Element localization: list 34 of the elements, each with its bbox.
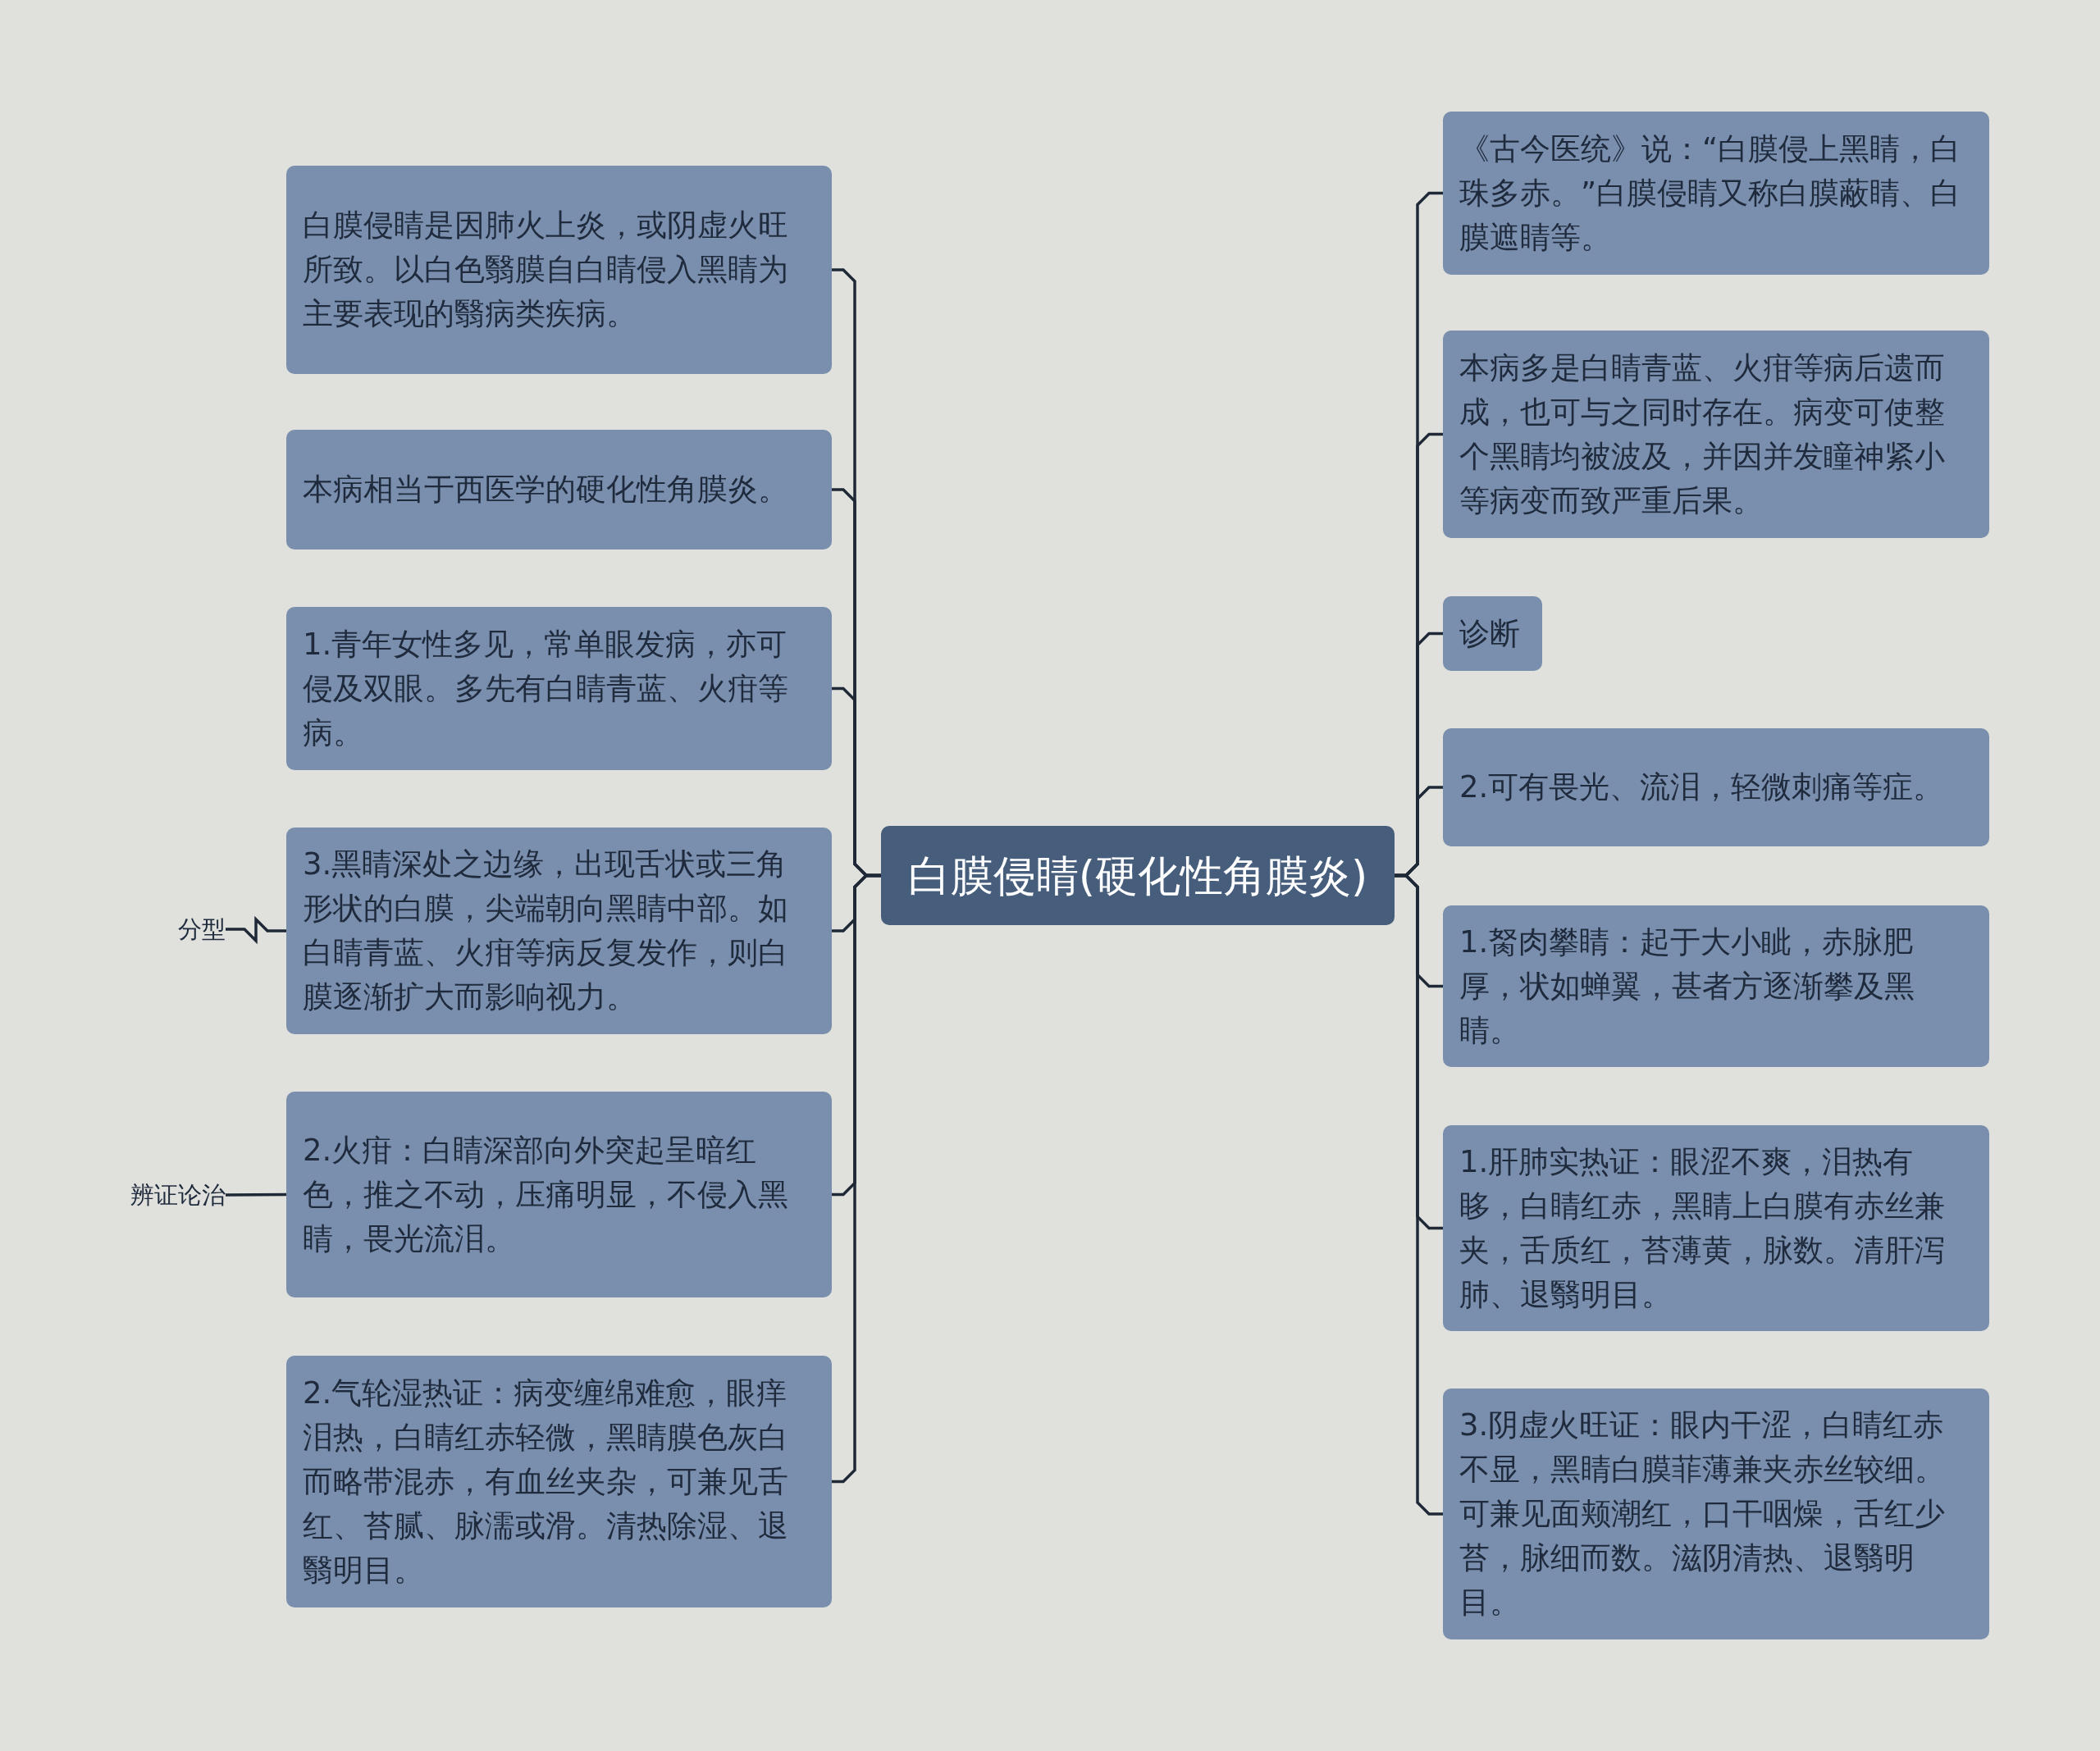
topic-box bbox=[1443, 1388, 1989, 1639]
node-text: 3.黑睛深处之边缘，出现舌状或三角形状的白膜，尖端朝向黑睛中部。如白睛青蓝、火疳等病反复发作，则白膜逐渐扩大而影响视力。 bbox=[303, 846, 789, 1016]
node-text: 分型 bbox=[178, 914, 226, 944]
node-text: 白膜侵睛(硬化性角膜炎) bbox=[907, 850, 1368, 902]
node-text: 2.可有畏光、流泪，轻微刺痛等症。 bbox=[1459, 768, 1944, 806]
node-text: 辨证论治 bbox=[130, 1180, 226, 1210]
connector-line bbox=[226, 1192, 286, 1197]
node-text: 1.胬肉攀睛：起于大小眦，赤脉肥厚，状如蝉翼，甚者方逐渐攀及黑睛。 bbox=[1459, 923, 1915, 1050]
topic-box bbox=[1443, 728, 1989, 846]
connector-line bbox=[1395, 873, 1443, 1516]
topic-box bbox=[1443, 1125, 1989, 1331]
topic-box bbox=[286, 430, 832, 549]
topic-box bbox=[286, 1092, 832, 1297]
connector-line bbox=[832, 873, 881, 1484]
topic-box bbox=[1443, 331, 1989, 538]
node-text: 3.阴虚火旺证：眼内干涩，白睛红赤不显，黑睛白膜菲薄兼夹赤丝较细。可兼见面颊潮红，口干咽燥，舌红少苔，脉细而数。滋阴清热、退翳明目。 bbox=[1459, 1407, 1946, 1621]
node-text: 诊断 bbox=[1459, 614, 1520, 653]
node-text: 本病相当于西医学的硬化性角膜炎。 bbox=[303, 471, 788, 508]
topic-box bbox=[1443, 905, 1989, 1067]
topic-box bbox=[286, 166, 832, 374]
node-text: 本病多是白睛青蓝、火疳等病后遗而成，也可与之同时存在。病变可使整个黑睛均被波及，并因并发瞳神紧小等病变而致严重后果。 bbox=[1459, 349, 1946, 520]
node-text: 1.肝肺实热证：眼涩不爽，泪热有眵，白睛红赤，黑睛上白膜有赤丝兼夹，舌质红，苔薄黄，脉数。清肝泻肺、退翳明目。 bbox=[1459, 1142, 1946, 1314]
node-text: 2.气轮湿热证：病变缠绵难愈，眼痒泪热，白睛红赤轻微，黑睛膜色灰白而略带混赤，有血丝夹杂，可兼见舌红、苔腻、脉濡或滑。清热除湿、退翳明目。 bbox=[303, 1374, 789, 1589]
topic-box bbox=[286, 828, 832, 1034]
topic-box bbox=[1443, 112, 1989, 275]
topic-box bbox=[1443, 596, 1542, 671]
node-text: 白膜侵睛是因肺火上炎，或阴虚火旺所致。以白色翳膜自白睛侵入黑睛为主要表现的翳病类疾病。 bbox=[303, 207, 789, 333]
node-text: 1.青年女性多见，常单眼发病，亦可侵及双眼。多先有白睛青蓝、火疳等病。 bbox=[303, 625, 789, 752]
topic-box bbox=[286, 1356, 832, 1607]
topic-box bbox=[286, 607, 832, 770]
central-topic-box bbox=[881, 826, 1395, 925]
node-text: 《古今医统》说：“白膜侵上黑睛，白珠多赤。”白膜侵睛又称白膜蔽睛、白膜遮睛等。 bbox=[1459, 130, 1962, 257]
connector-line bbox=[226, 915, 286, 945]
node-text: 2.火疳：白睛深部向外突起呈暗红色，推之不动，压痛明显，不侵入黑睛，畏光流泪。 bbox=[303, 1131, 789, 1258]
